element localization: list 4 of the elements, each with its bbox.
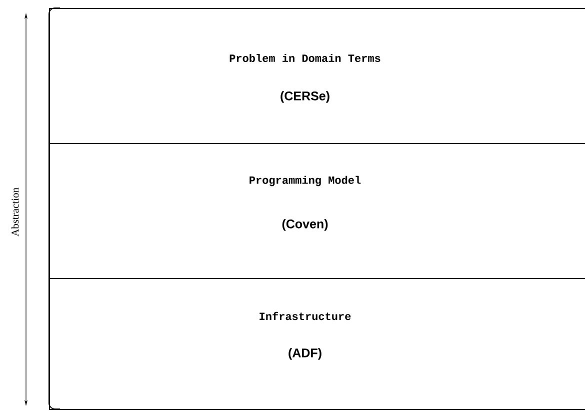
axis-label: Abstraction	[11, 188, 19, 236]
layer-box: Programming Model (Coven)	[49, 143, 585, 279]
layer-box: Problem in Domain Terms (CERSe)	[49, 8, 585, 144]
layer-box: Infrastructure (ADF)	[49, 278, 585, 410]
